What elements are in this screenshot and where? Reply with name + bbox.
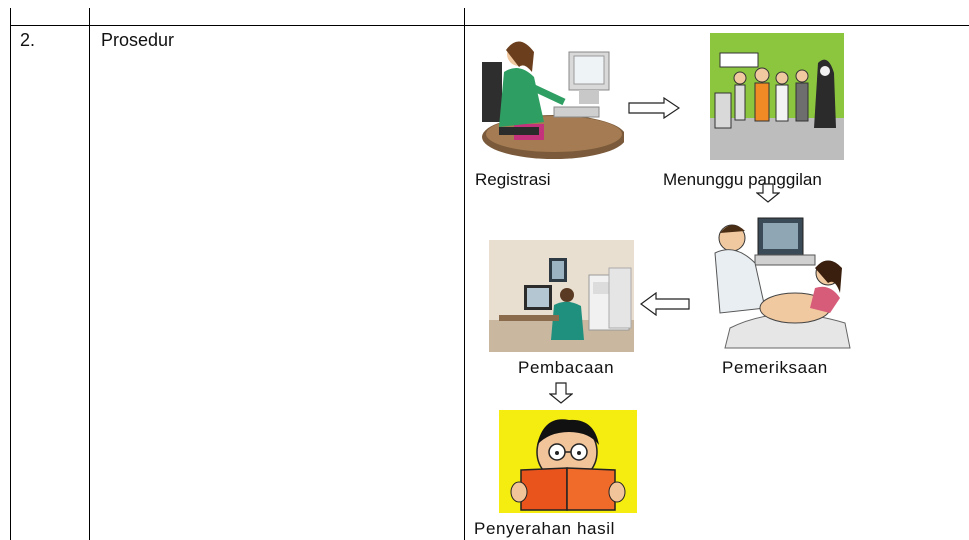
step-label-registrasi: Registrasi — [475, 170, 551, 189]
step-label-pemeriksaan: Pemeriksaan — [722, 358, 828, 377]
radiology-reading-room-photo — [489, 240, 634, 352]
step-label-menunggu-panggilan: Menunggu panggilan — [663, 170, 822, 189]
right-arrow — [628, 97, 680, 119]
row-number: 2. — [20, 30, 36, 50]
table-border-left — [10, 8, 11, 540]
table-border-col2 — [464, 8, 465, 540]
people-waiting-queue-cartoon — [710, 33, 844, 160]
step-label-pembacaan: Pembacaan — [518, 358, 615, 377]
down-arrow — [756, 183, 780, 203]
step-label-penyerahan-hasil: Penyerahan hasil — [474, 519, 615, 538]
ultrasound-examination-illustration — [710, 213, 852, 353]
row-label: Prosedur — [101, 30, 175, 50]
receptionist-computer-illustration — [474, 32, 624, 160]
down-arrow — [549, 382, 573, 404]
boy-reading-book-cartoon — [499, 410, 637, 513]
left-arrow — [640, 292, 690, 316]
table-row-border — [10, 25, 969, 26]
table-border-col1 — [89, 8, 90, 540]
